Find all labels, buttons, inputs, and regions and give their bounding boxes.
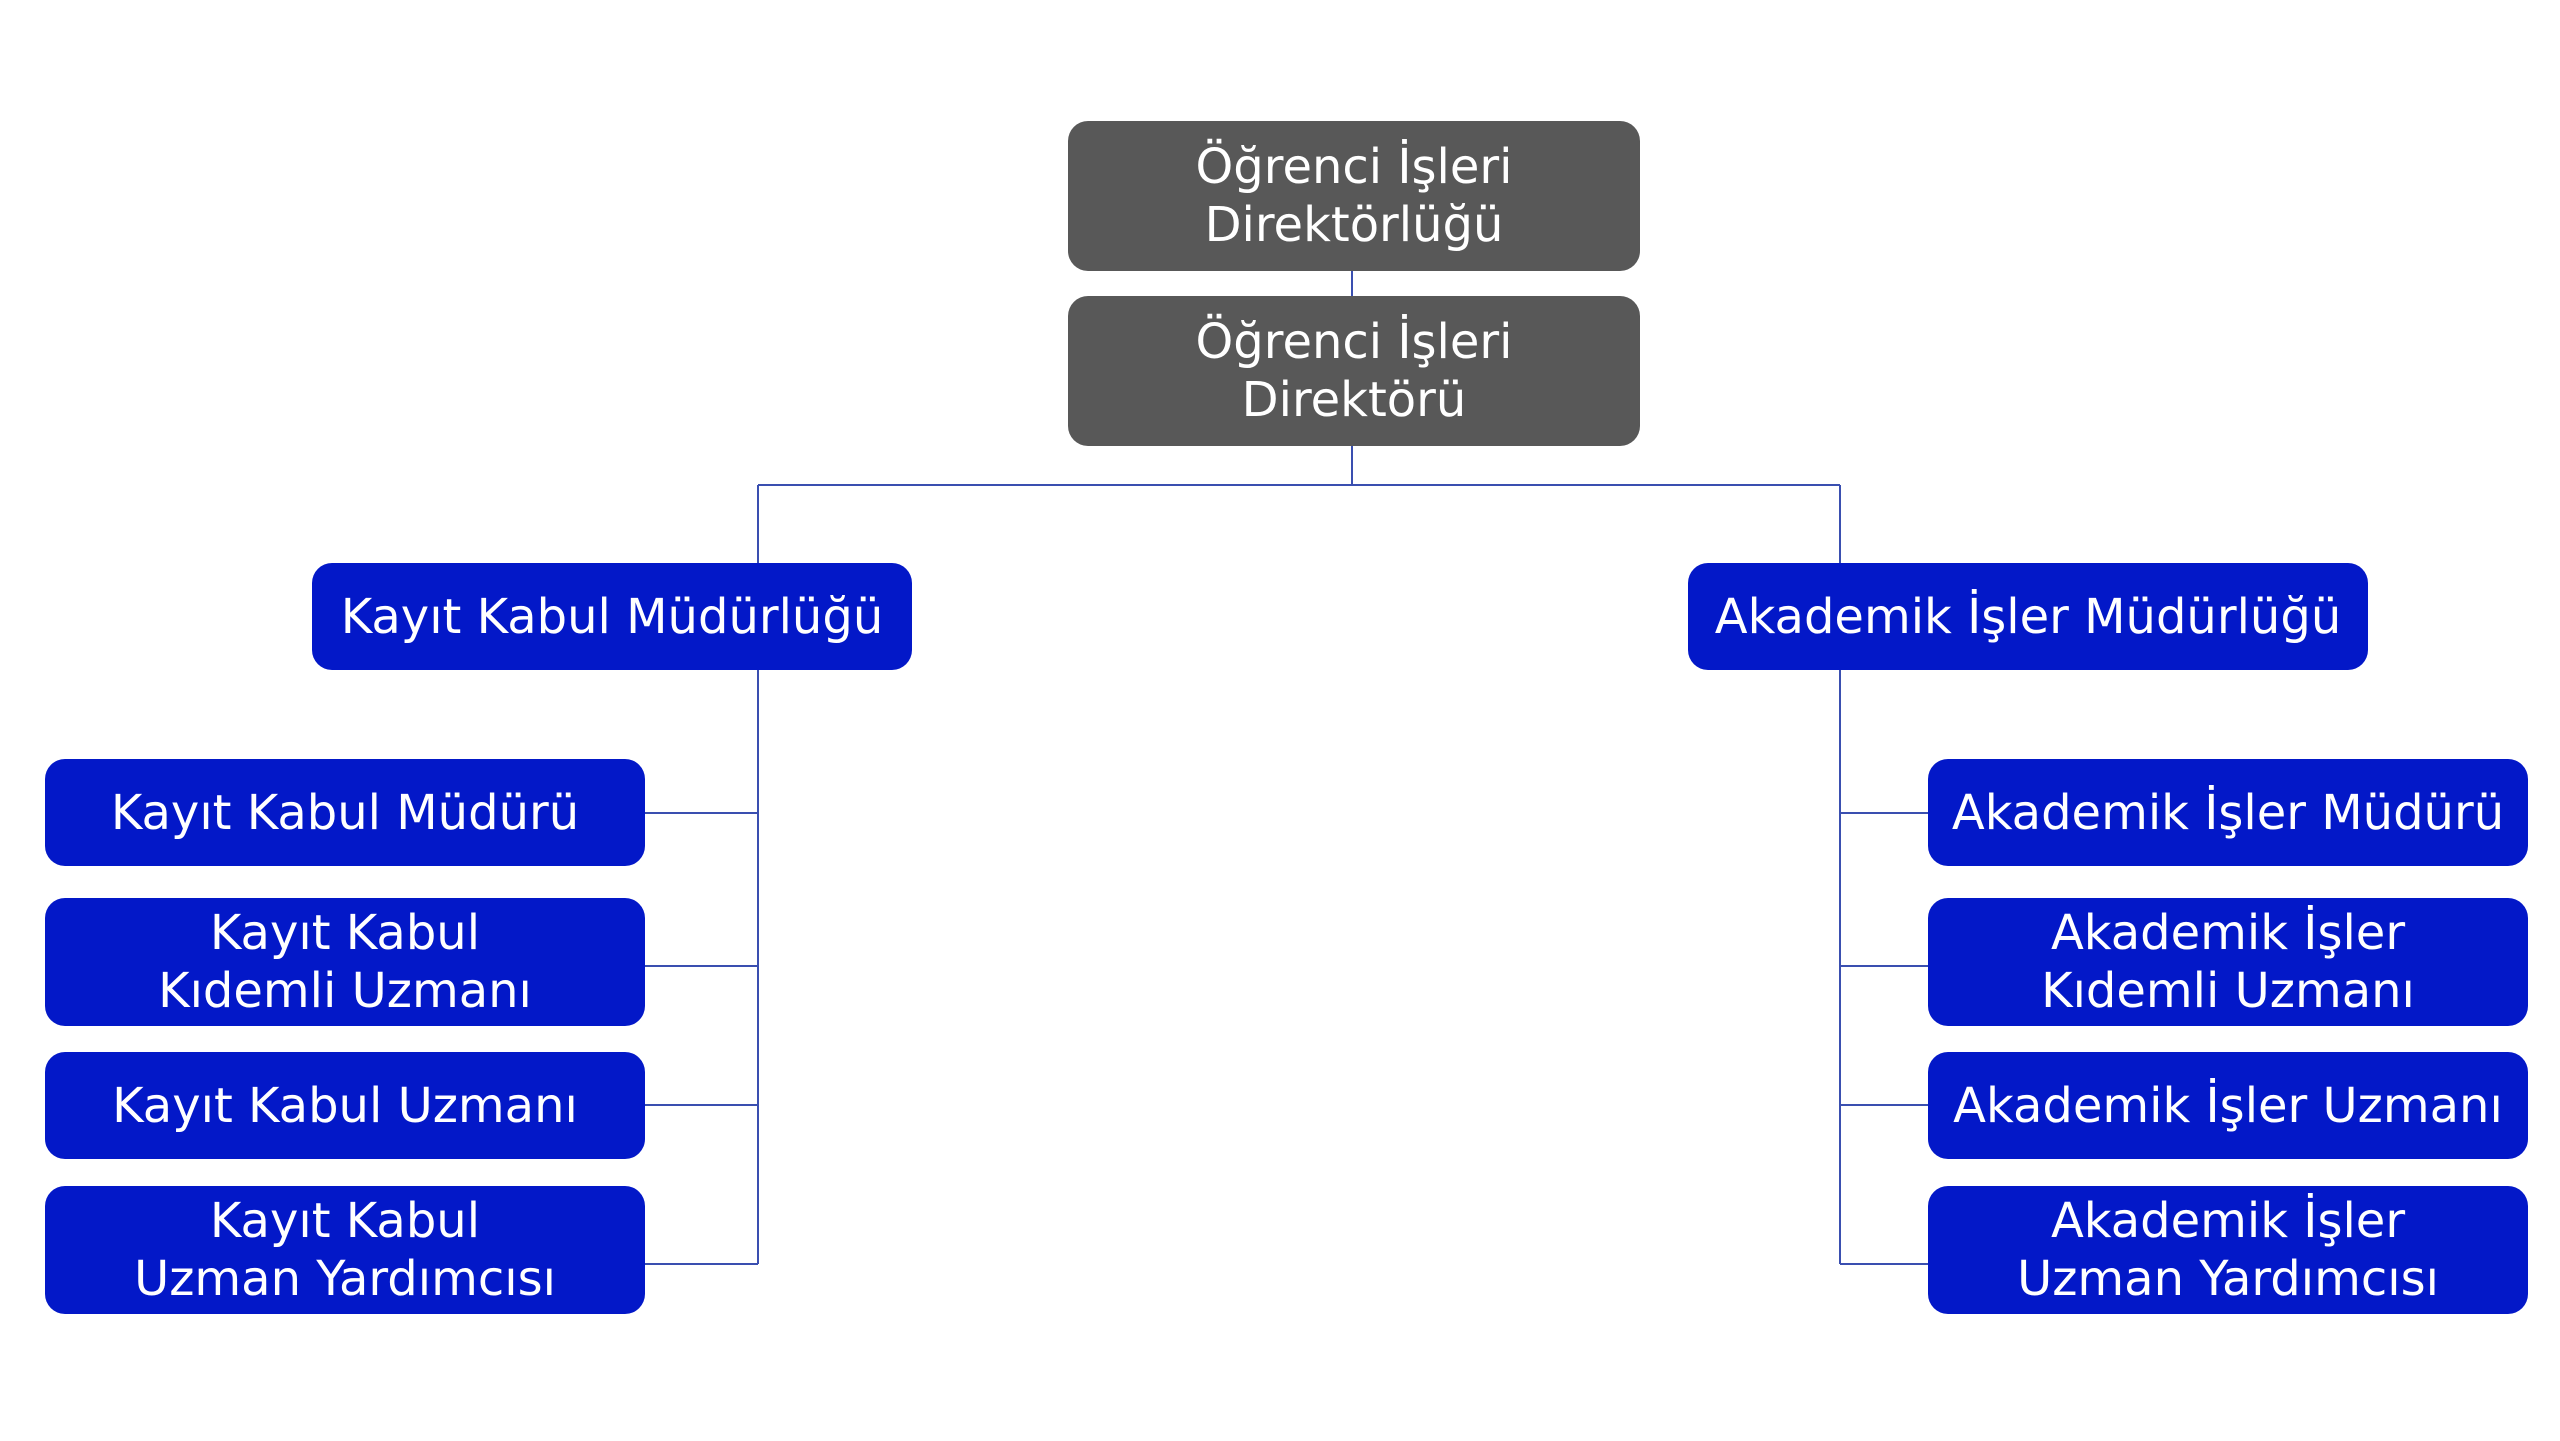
node-kayit-kabul-uzmani-label: Kayıt Kabul Uzmanı xyxy=(112,1077,578,1134)
node-kayit-kabul-kidemli-uzmani-line-1: Kayıt Kabul xyxy=(209,905,481,961)
node-akademik-isler-uzman-yardimcisi-line-2: Uzman Yardımcısı xyxy=(2017,1251,2439,1307)
node-kayit-kabul-uzman-yardimcisi-line-2: Uzman Yardımcısı xyxy=(134,1251,556,1307)
node-akademik-isler-kidemli-uzmani-line-1: Akademik İşler xyxy=(2050,905,2406,961)
node-kayit-kabul-mudurlugu-label: Kayıt Kabul Müdürlüğü xyxy=(340,588,884,645)
node-kayit-kabul-uzman-yardimcisi-line-1: Kayıt Kabul xyxy=(209,1193,481,1249)
node-kayit-kabul-muduru: Kayıt Kabul Müdürü xyxy=(45,759,645,866)
node-director: Öğrenci İşleri Direktörü xyxy=(1068,296,1640,446)
node-akademik-isler-kidemli-uzmani-line-2: Kıdemli Uzmanı xyxy=(2041,963,2415,1019)
node-kayit-kabul-uzman-yardimcisi: Kayıt Kabul Uzman Yardımcısı xyxy=(45,1186,645,1314)
node-kayit-kabul-uzmani: Kayıt Kabul Uzmanı xyxy=(45,1052,645,1159)
node-kayit-kabul-kidemli-uzmani: Kayıt Kabul Kıdemli Uzmanı xyxy=(45,898,645,1026)
node-kayit-kabul-mudurlugu: Kayıt Kabul Müdürlüğü xyxy=(312,563,912,670)
node-akademik-isler-uzmani-label: Akademik İşler Uzmanı xyxy=(1953,1077,2503,1134)
node-akademik-isler-uzmani: Akademik İşler Uzmanı xyxy=(1928,1052,2528,1159)
node-akademik-isler-mudurlugu: Akademik İşler Müdürlüğü xyxy=(1688,563,2368,670)
node-akademik-isler-kidemli-uzmani: Akademik İşler Kıdemli Uzmanı xyxy=(1928,898,2528,1026)
node-directorate-line-2: Direktörlüğü xyxy=(1204,197,1504,253)
node-director-line-1: Öğrenci İşleri xyxy=(1195,314,1513,370)
node-kayit-kabul-kidemli-uzmani-line-2: Kıdemli Uzmanı xyxy=(158,963,532,1019)
node-akademik-isler-muduru-label: Akademik İşler Müdürü xyxy=(1951,784,2505,841)
node-directorate-line-1: Öğrenci İşleri xyxy=(1195,139,1513,195)
node-director-line-2: Direktörü xyxy=(1241,372,1467,428)
node-kayit-kabul-muduru-label: Kayıt Kabul Müdürü xyxy=(110,784,580,841)
node-akademik-isler-muduru: Akademik İşler Müdürü xyxy=(1928,759,2528,866)
node-directorate: Öğrenci İşleri Direktörlüğü xyxy=(1068,121,1640,271)
node-akademik-isler-mudurlugu-label: Akademik İşler Müdürlüğü xyxy=(1714,588,2342,645)
node-akademik-isler-uzman-yardimcisi: Akademik İşler Uzman Yardımcısı xyxy=(1928,1186,2528,1314)
node-akademik-isler-uzman-yardimcisi-line-1: Akademik İşler xyxy=(2050,1193,2406,1249)
